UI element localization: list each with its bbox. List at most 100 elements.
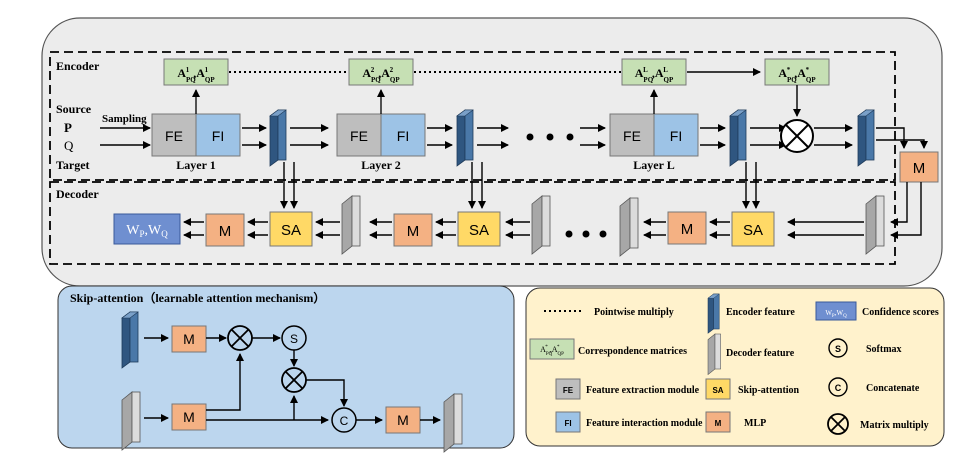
svg-text:FI: FI [670, 128, 682, 144]
svg-text:M: M [183, 409, 195, 425]
svg-text:S: S [835, 344, 841, 354]
legend-mlp: MLP [744, 418, 766, 429]
svg-text:C: C [835, 383, 842, 393]
svg-text:APQ*,AQP*: APQ*,AQP* [778, 66, 816, 84]
svg-text:FI: FI [564, 419, 571, 428]
svg-text:C: C [340, 414, 349, 428]
legend-sa: Skip-attention [738, 385, 800, 396]
legend-concat-icon [828, 377, 848, 397]
legend-correspondence: Correspondence matrices [578, 346, 687, 357]
sa-mlp-1: M [171, 325, 207, 353]
legend-fi: Feature interaction module [586, 418, 703, 429]
decoder-feature-4 [341, 195, 361, 255]
legend-encoder-feature: Encoder feature [726, 307, 795, 318]
matrix-multiply-op [780, 119, 814, 153]
legend-concatenate: Concatenate [866, 383, 920, 394]
correspondence-matrix-l: APQL,AQPL [621, 58, 687, 86]
legend-corr-swatch [529, 338, 575, 360]
sa-encoder-input [121, 311, 139, 369]
sa-mlp-3: M [385, 406, 421, 434]
legend-panel [525, 287, 945, 447]
svg-text:M: M [715, 419, 722, 428]
layer-1-block: FE FI Layer 1 [151, 113, 241, 172]
input-p: P [64, 120, 72, 135]
fi-module-l [653, 113, 699, 157]
encoder-feature-final [857, 109, 875, 167]
sa-matmul-1 [227, 325, 253, 351]
layer-l-block: FE FI Layer L [609, 113, 699, 172]
skip-attention-block-1: SA [269, 211, 313, 247]
layer-2-label: Layer 2 [361, 158, 400, 172]
svg-text:M: M [397, 412, 409, 428]
svg-text:APQ2,AQP2: APQ2,AQP2 [362, 66, 400, 84]
svg-text:APQL,AQPL: APQL,AQPL [635, 66, 674, 84]
svg-text:WP,WQ: WP,WQ [825, 309, 847, 319]
svg-text:FE: FE [623, 128, 641, 144]
source-label: Source [56, 102, 92, 116]
sa-mlp-2: M [171, 403, 207, 431]
sa-matmul-2 [281, 367, 307, 393]
svg-text:M: M [407, 223, 420, 240]
svg-text:SA: SA [281, 222, 301, 239]
encoder-region [49, 51, 896, 181]
svg-text:FI: FI [397, 128, 409, 144]
svg-text:M: M [219, 223, 232, 240]
legend-sa-swatch [705, 378, 731, 400]
fe-module-2 [336, 113, 382, 157]
sa-decoder-input [121, 391, 141, 451]
legend-confidence: Confidence scores [862, 307, 939, 318]
legend-confidence-swatch [815, 301, 857, 321]
encoder-ellipsis [526, 133, 574, 141]
confidence-output: WP,WQ [113, 213, 181, 245]
decoder-feature-2 [619, 197, 639, 257]
correspondence-matrix-1: APQ1,AQP1 [163, 58, 229, 86]
svg-text:SA: SA [469, 222, 489, 239]
svg-text:FE: FE [165, 128, 183, 144]
decoder-mlp-l: M [667, 211, 707, 245]
encoder-title: Encoder [56, 59, 100, 73]
legend-mlp-swatch [705, 411, 731, 433]
layer-l-label: Layer L [633, 158, 674, 172]
encoder-feature-2 [456, 109, 474, 167]
legend-fi-swatch [555, 411, 581, 433]
svg-text:S: S [290, 332, 298, 346]
encoder-mlp: M [899, 151, 939, 183]
legend-decoder-feature: Decoder feature [726, 348, 795, 359]
target-label: Target [56, 158, 90, 172]
legend-decoder-feature-icon [707, 333, 721, 375]
layer-2-block: FE FI Layer 2 [336, 113, 426, 172]
fi-module-1 [195, 113, 241, 157]
legend-fe-swatch [555, 378, 581, 400]
legend-matmul: Matrix multiply [860, 420, 929, 431]
svg-text:M: M [913, 160, 926, 177]
svg-text:APQ*,AQP*: APQ*,AQP* [540, 345, 564, 357]
sa-decoder-output [443, 393, 463, 453]
decoder-ellipsis [565, 230, 607, 238]
svg-text:FE: FE [350, 128, 368, 144]
svg-text:WP,WQ: WP,WQ [126, 223, 168, 239]
skip-attention-block-2: SA [457, 211, 501, 247]
decoder-mlp-1: M [205, 213, 245, 247]
fi-module-2 [380, 113, 426, 157]
encoder-feature-l [729, 109, 747, 167]
decoder-title: Decoder [56, 187, 99, 201]
sa-softmax: S [281, 325, 307, 351]
svg-text:M: M [183, 331, 195, 347]
svg-text:M: M [681, 221, 694, 238]
sa-concat: C [331, 407, 357, 433]
correspondence-matrix-2: APQ2,AQP2 [348, 58, 414, 86]
final-correspondence-matrix: APQ*,AQP* [764, 58, 830, 86]
svg-text:FE: FE [563, 386, 574, 395]
sampling-label: Sampling [102, 113, 147, 125]
legend-encoder-feature-icon [707, 293, 720, 334]
fe-module-1 [151, 113, 197, 157]
skip-attention-title: Skip-attention（learnable attention mecha… [70, 290, 325, 305]
svg-text:FI: FI [212, 128, 224, 144]
decoder-feature-3 [531, 195, 551, 255]
legend-fe: Feature extraction module [586, 385, 700, 396]
decoder-mlp-2: M [393, 213, 433, 247]
svg-text:SA: SA [712, 386, 723, 395]
svg-text:APQ1,AQP1: APQ1,AQP1 [177, 66, 215, 84]
svg-text:SA: SA [743, 222, 763, 239]
